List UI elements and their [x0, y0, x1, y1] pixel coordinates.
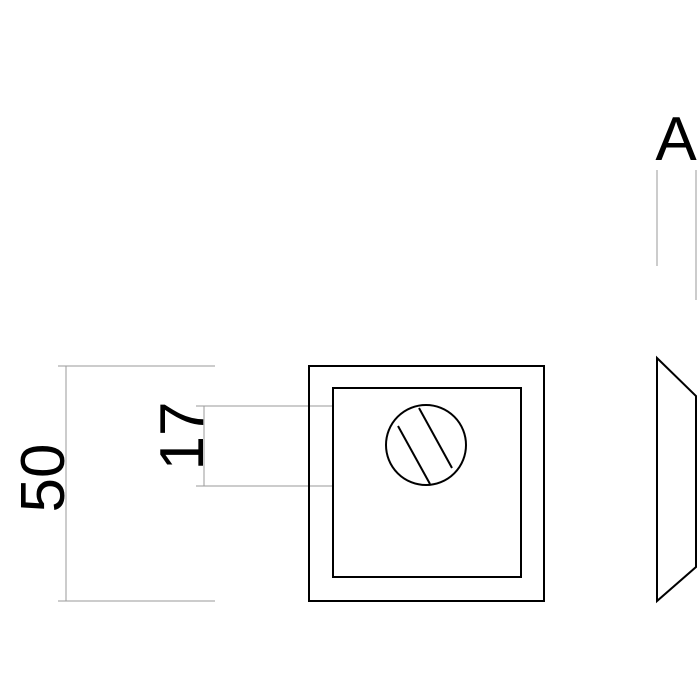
- inner-recess: [332, 387, 522, 578]
- section-marker-lines: [656, 170, 697, 300]
- knob-slot-edge: [418, 407, 453, 469]
- section-label: A: [655, 105, 697, 174]
- overall-height-dimension: [58, 365, 215, 602]
- slotted-knob: [385, 404, 467, 486]
- knob-height-dimension: [196, 405, 333, 487]
- knob-slot-edge: [397, 425, 431, 485]
- outer-plate: [308, 365, 545, 602]
- knob-height-label: 17: [148, 402, 217, 471]
- knob-circle: [385, 404, 467, 486]
- overall-height-label: 50: [9, 444, 78, 513]
- side-profile: [656, 355, 697, 604]
